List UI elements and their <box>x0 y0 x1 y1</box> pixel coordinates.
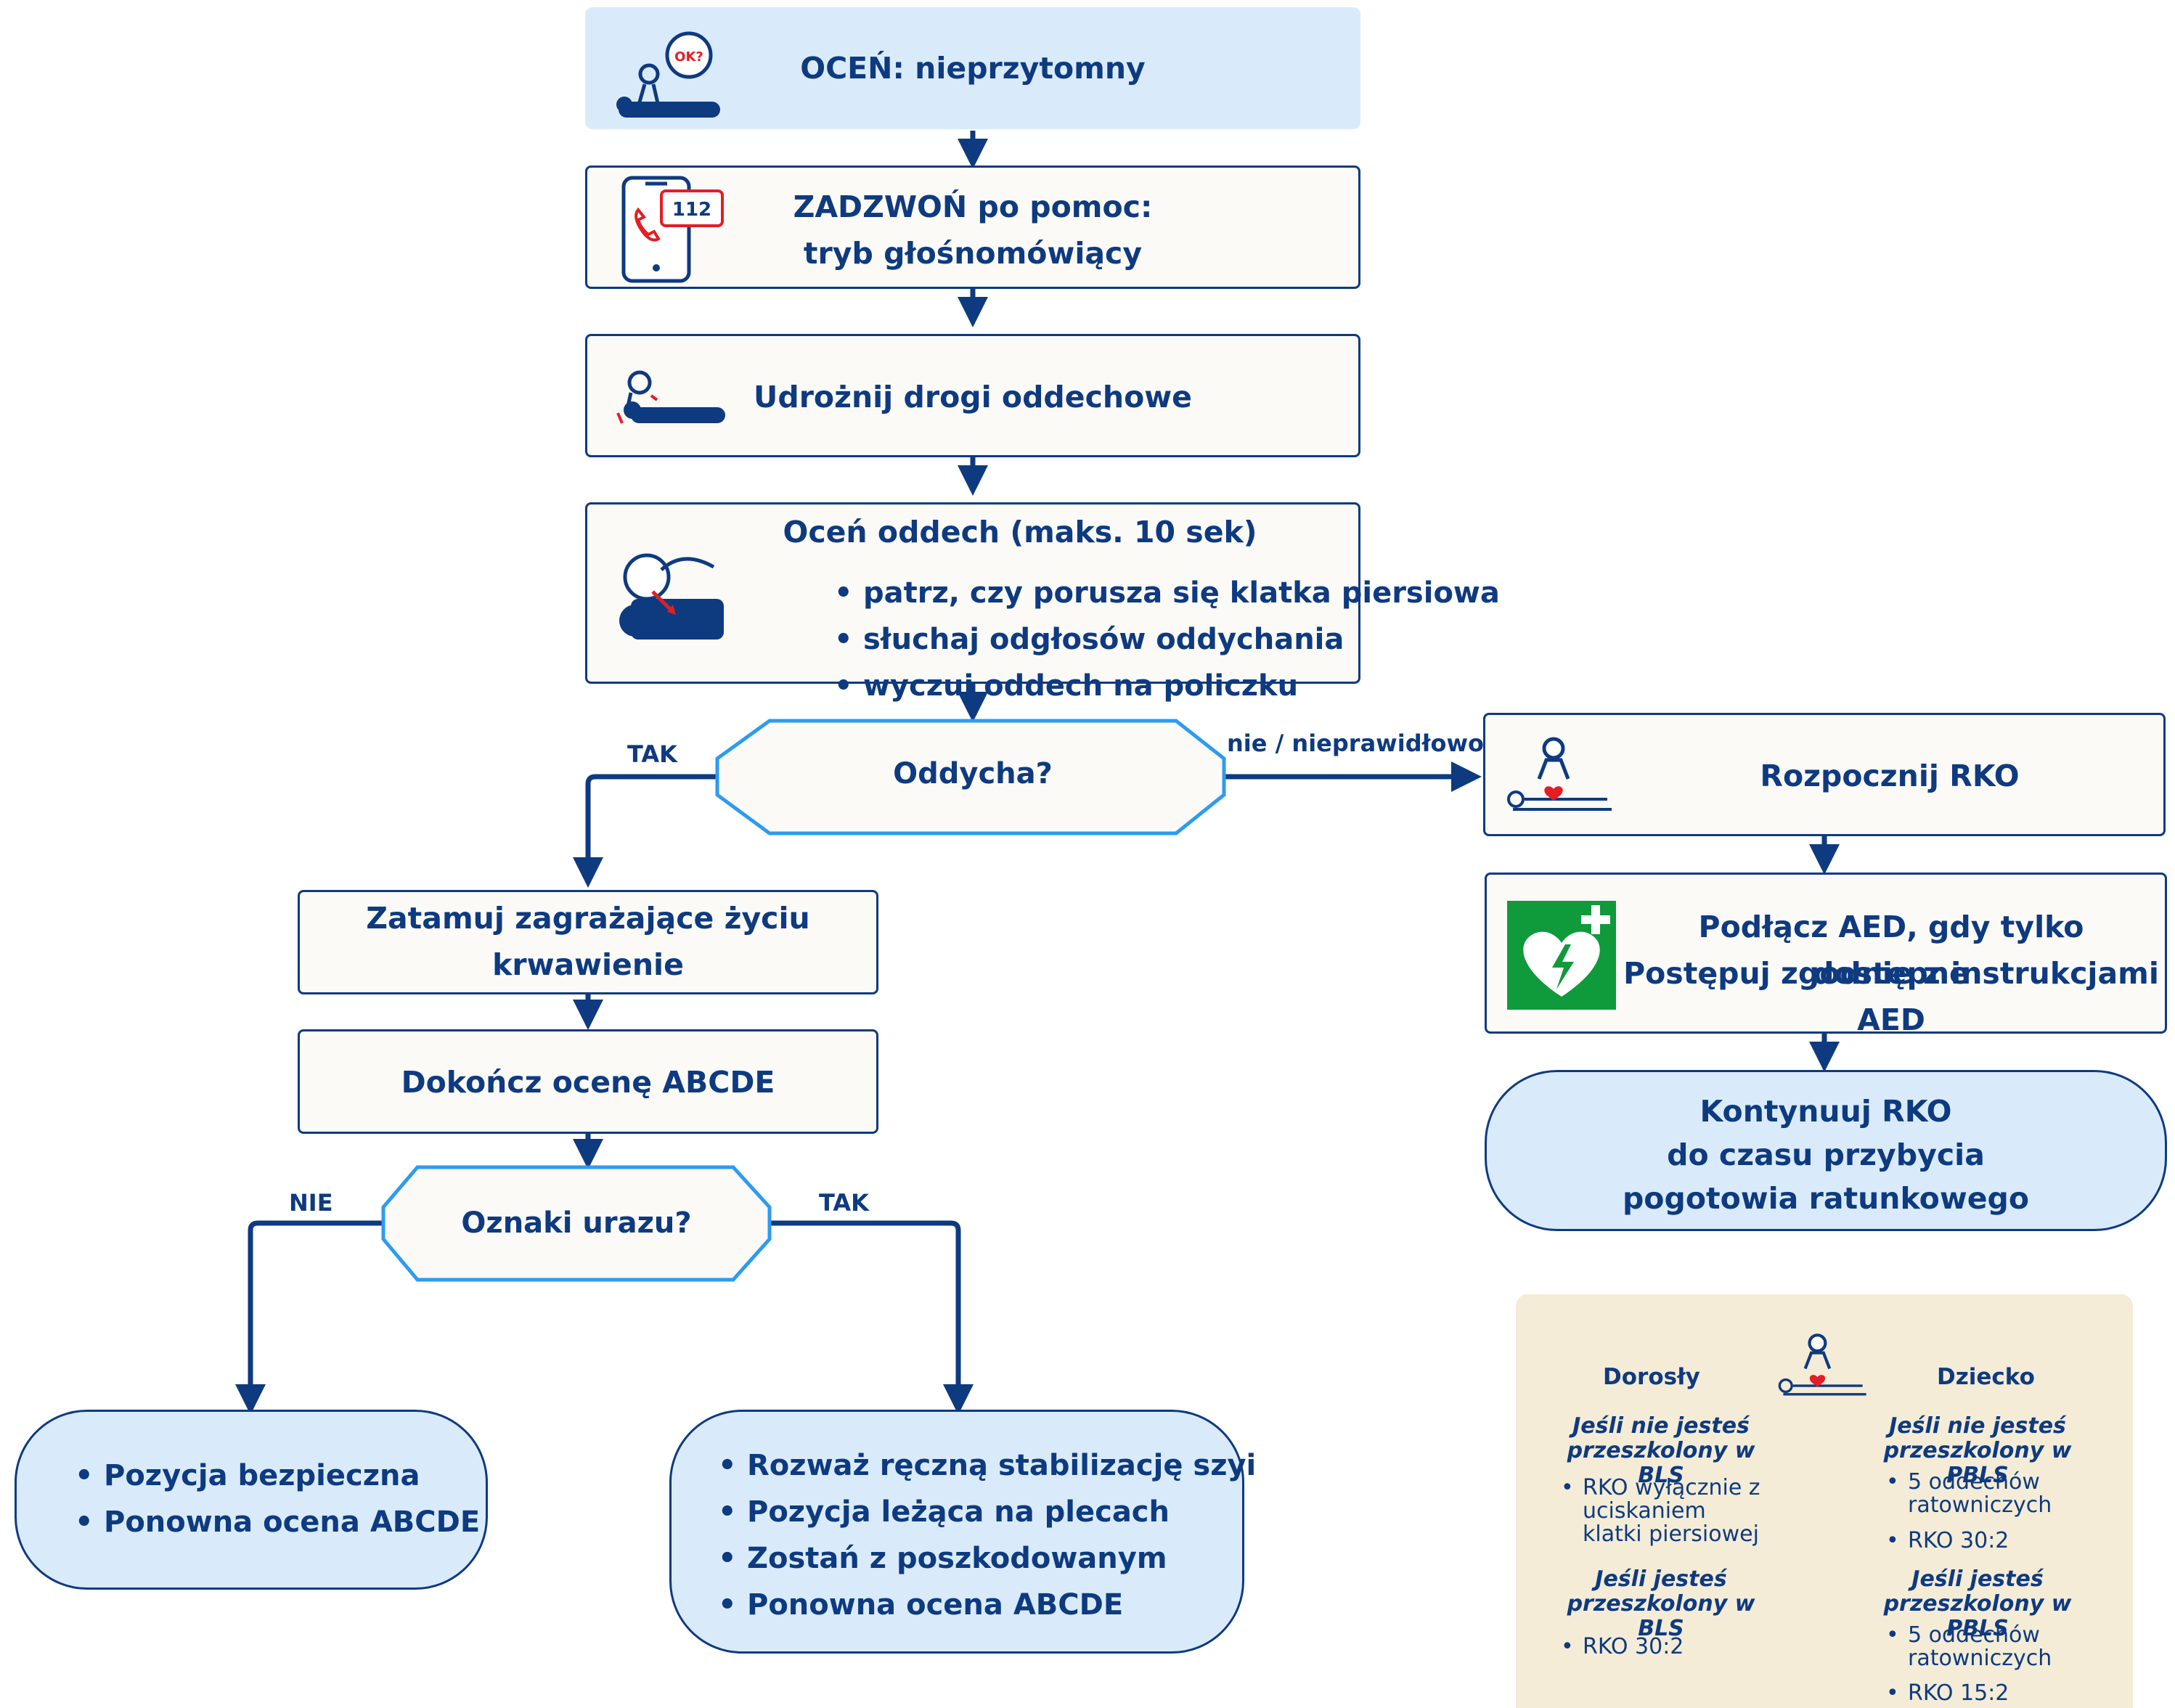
breathing-decision-hexagon <box>715 719 1226 835</box>
adult-trained-item: •RKO 30:2 <box>1561 1634 1684 1659</box>
injury-item: Pozycja leżąca na plecach <box>718 1489 1256 1535</box>
injury-outcome: Rozważ ręczną stabilizację szyi Pozycja … <box>669 1410 1256 1654</box>
adult-untrained-heading: Jeśli nie jesteś przeszkolony w BLS <box>1567 1413 1755 1488</box>
arrow-yes-to-bleeding <box>573 774 717 888</box>
svg-text:112: 112 <box>672 199 711 221</box>
abcde-label: Dokończ ocenę ABCDE <box>401 1065 775 1100</box>
airway-label: Udrożnij drogi oddechowe <box>754 380 1192 414</box>
open-airway-icon <box>616 370 725 424</box>
aed-label-line1: Podłącz AED, gdy tylko dostępne <box>1698 910 2084 991</box>
child-untrained-item: •5 oddechów ratowniczych <box>1886 1469 2052 1518</box>
injury-item: Zostań z poszkodowanym <box>718 1535 1256 1582</box>
adult-trained-heading: Jeśli jesteś przeszkolony w BLS <box>1567 1566 1755 1641</box>
injury-yes-label: TAK <box>819 1189 869 1217</box>
child-trained-item: •RKO 15:2 <box>1886 1680 2009 1706</box>
bleeding-box: Zatamuj zagrażające życiu krwawienie <box>298 890 878 994</box>
cpr-info-panel: Dorosły Dziecko Jeśli nie jesteś przeszk… <box>1516 1294 2133 1708</box>
injury-no-label: NIE <box>289 1189 333 1217</box>
continue-label-line3: pogotowia ratunkowego <box>1622 1181 2030 1216</box>
continue-label-line2: do czasu przybycia <box>1667 1137 1985 1172</box>
assess-label: OCEŃ: nieprzytomny <box>800 51 1146 86</box>
abcde-box: Dokończ ocenę ABCDE <box>298 1029 878 1134</box>
aed-label-line2: Postępuj zgodnie z instrukcjami AED <box>1623 956 2159 1037</box>
breathing-yes-label: TAK <box>627 740 677 768</box>
child-untrained-heading: Jeśli nie jesteś przeszkolony w PBLS <box>1883 1413 2072 1488</box>
breathing-decision-label: Oddycha? <box>893 757 1053 790</box>
bleeding-label-line2: krwawienie <box>492 947 684 982</box>
unconscious-person-icon: OK? <box>616 31 720 118</box>
continue-cpr-box: Kontynuuj RKO do czasu przybycia pogotow… <box>1485 1070 2167 1231</box>
breathing-feel-item: wyczuj oddech na policzku <box>834 663 1500 709</box>
cpr-label: Rozpocznij RKO <box>1760 759 2020 793</box>
arrow-yes-injury <box>770 1220 974 1415</box>
injury-decision-hexagon <box>381 1165 772 1282</box>
arrow-no-injury <box>235 1220 383 1415</box>
call-label-line1: ZADZWOŃ po pomoc: <box>793 189 1153 224</box>
breathing-look-item: patrz, czy porusza się klatka piersiowa <box>834 570 1500 616</box>
check-breathing-icon <box>619 553 724 640</box>
continue-label-line1: Kontynuuj RKO <box>1699 1094 1952 1129</box>
injury-item: Ponowna ocena ABCDE <box>718 1582 1256 1628</box>
no-injury-outcome: Pozycja bezpieczna Ponowna ocena ABCDE <box>15 1410 488 1590</box>
no-injury-item: Ponowna ocena ABCDE <box>75 1499 480 1545</box>
breathing-no-label: nie / nieprawidłowo <box>1227 730 1484 757</box>
breathing-title: Oceń oddech (maks. 10 sek) <box>783 515 1257 549</box>
child-header: Dziecko <box>1937 1364 2035 1390</box>
cpr-box: Rozpocznij RKO <box>1483 713 2166 836</box>
breathing-listen-item: słuchaj odgłosów oddychania <box>834 616 1500 663</box>
no-injury-item: Pozycja bezpieczna <box>75 1452 480 1499</box>
no-injury-list: Pozycja bezpieczna Ponowna ocena ABCDE <box>75 1452 480 1545</box>
child-untrained-item: •RKO 30:2 <box>1886 1528 2009 1553</box>
adult-untrained-item: •RKO wyłącznie z uciskaniem klatki piers… <box>1561 1475 1760 1547</box>
phone-112-icon: 112 <box>621 176 724 283</box>
call-label-line2: tryb głośnomówiący <box>803 236 1143 271</box>
cpr-person-icon <box>1778 1333 1866 1396</box>
injury-decision-label: Oznaki urazu? <box>461 1206 692 1240</box>
child-trained-item: •5 oddechów ratowniczych <box>1886 1622 2052 1671</box>
aed-box: Podłącz AED, gdy tylko dostępne Postępuj… <box>1485 873 2167 1037</box>
aed-icon <box>1507 901 1616 1010</box>
breathing-checklist: patrz, czy porusza się klatka piersiowa … <box>834 570 1500 709</box>
injury-list: Rozważ ręczną stabilizację szyi Pozycja … <box>718 1442 1256 1628</box>
adult-header: Dorosły <box>1603 1364 1700 1390</box>
assess-box: OK? OCEŃ: nieprzytomny <box>585 7 1360 129</box>
breathing-box: Oceń oddech (maks. 10 sek) patrz, czy po… <box>585 502 1500 703</box>
airway-box: Udrożnij drogi oddechowe <box>585 334 1360 457</box>
injury-item: Rozważ ręczną stabilizację szyi <box>718 1442 1256 1489</box>
bleeding-label-line1: Zatamuj zagrażające życiu <box>366 901 810 936</box>
child-trained-heading: Jeśli jesteś przeszkolony w PBLS <box>1883 1566 2072 1641</box>
cpr-person-icon <box>1507 737 1612 811</box>
call-box: 112 ZADZWOŃ po pomoc: tryb głośnomówiący <box>585 166 1360 289</box>
svg-text:OK?: OK? <box>674 49 703 65</box>
